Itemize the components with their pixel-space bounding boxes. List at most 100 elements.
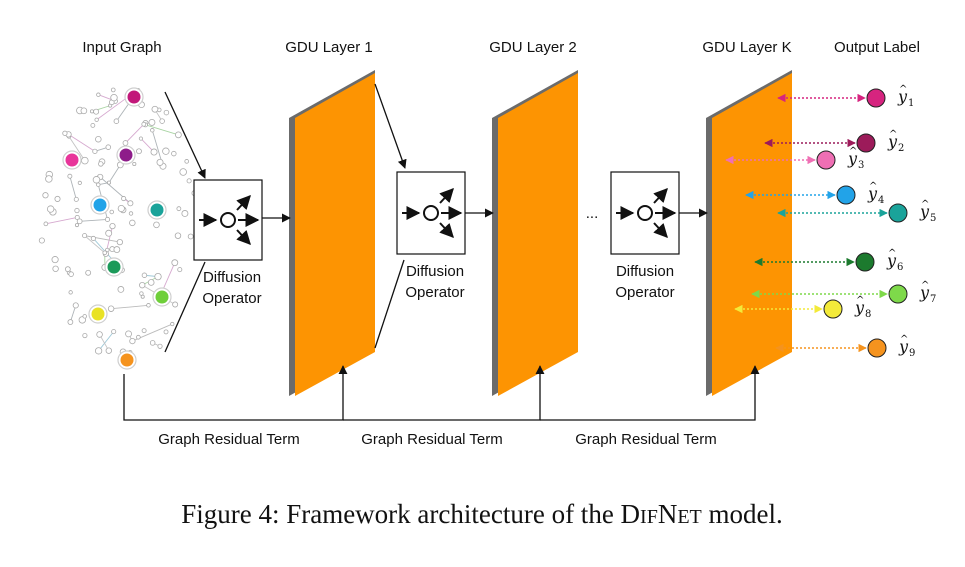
- graph-node: [141, 121, 147, 127]
- residual-path-1: [123, 365, 348, 421]
- graph-node: [127, 200, 134, 207]
- graph-edge: [96, 95, 130, 121]
- graph-node: [163, 109, 170, 116]
- graph-node: [51, 256, 59, 264]
- graph-node: [107, 305, 115, 312]
- gdu-layer-k: [706, 70, 792, 396]
- graph-node: [116, 238, 123, 246]
- output-subscript: 2: [898, 143, 904, 154]
- diffusion-operator-3: [610, 171, 680, 255]
- output-item: y^6: [754, 248, 903, 273]
- graph-node: [147, 279, 155, 286]
- residual-label-2: Graph Residual Term: [361, 431, 502, 448]
- graph-node: [74, 207, 80, 214]
- diffusion-operator-2: [396, 171, 466, 255]
- graph-node: [150, 148, 158, 156]
- graph-hub-node: [65, 153, 79, 167]
- gdu-layer-2: [492, 70, 578, 396]
- graph-node: [170, 321, 175, 327]
- graph-node: [94, 117, 99, 122]
- output-symbol: y: [847, 149, 858, 168]
- output-subscript: 9: [909, 348, 915, 359]
- output-subscript: 8: [865, 309, 871, 320]
- graph-node: [162, 147, 170, 155]
- graph-node: [90, 235, 96, 241]
- graph-node: [82, 332, 88, 339]
- hat-icon: ^: [889, 129, 897, 140]
- output-item: y^9: [775, 334, 915, 359]
- output-node-icon: [866, 88, 886, 108]
- graph-node: [187, 233, 194, 240]
- graph-node: [121, 196, 127, 202]
- graph-node: [81, 156, 89, 165]
- diffusion-node-icon: [423, 205, 439, 221]
- graph-node: [139, 291, 144, 296]
- output-symbol: y: [898, 337, 909, 356]
- graph-edge: [125, 123, 145, 144]
- graph-node: [52, 265, 59, 273]
- graph-node: [117, 286, 125, 293]
- caption-model-d: D: [621, 499, 641, 529]
- graph-node: [92, 176, 101, 184]
- graph-hub-node: [120, 353, 134, 367]
- output-label-heading: Output Label: [834, 39, 920, 56]
- graph-node: [122, 140, 129, 146]
- output-item: y^5: [777, 199, 936, 224]
- graph-node: [132, 161, 137, 167]
- graph-node: [156, 158, 164, 166]
- output-symbol: y: [887, 132, 898, 151]
- output-symbol: y: [919, 202, 930, 221]
- input-to-diffusion-line: [164, 261, 206, 353]
- output-symbol: y: [854, 298, 865, 317]
- residual-path-3: [540, 365, 760, 421]
- graph-node: [136, 334, 141, 340]
- graph-node: [157, 343, 163, 349]
- graph-node: [177, 267, 183, 273]
- graph-node: [77, 180, 82, 185]
- output-item: y^4: [745, 181, 884, 206]
- graph-node: [146, 303, 151, 308]
- graph-node: [105, 229, 113, 237]
- diffusion-down-arrow-icon: [653, 222, 668, 239]
- output-symbol: y: [867, 184, 878, 203]
- graph-node: [68, 271, 74, 277]
- graph-node: [105, 144, 112, 150]
- graph-node: [54, 195, 61, 202]
- diffusion-down-arrow-icon: [439, 222, 454, 239]
- graph-node: [43, 221, 49, 227]
- graph-edge: [68, 136, 86, 161]
- graph-node: [113, 118, 120, 124]
- caption-model-n: N: [658, 499, 678, 529]
- layer1-to-diffusion2-arrow: [374, 83, 407, 169]
- graph-edge: [98, 331, 115, 352]
- graph-node: [102, 250, 108, 256]
- graph-node: [184, 159, 190, 164]
- diffusion-operator-1: [193, 179, 263, 261]
- diffusion-node-icon: [220, 212, 236, 228]
- graph-node: [38, 237, 45, 244]
- output-node-icon: [823, 299, 843, 319]
- graph-edge: [143, 123, 179, 136]
- graph-node: [117, 204, 125, 213]
- graph-node: [176, 206, 182, 212]
- graph-node: [67, 319, 74, 325]
- graph-hub-node: [150, 203, 164, 217]
- graph-edge: [45, 217, 78, 225]
- graph-node: [64, 266, 71, 273]
- graph-node: [90, 122, 96, 128]
- diffusion-label-2a: Diffusion: [406, 263, 464, 280]
- graph-node: [62, 130, 68, 136]
- output-node-icon: [867, 338, 887, 358]
- graph-node: [85, 269, 92, 276]
- graph-edge: [108, 164, 121, 183]
- graph-node: [74, 214, 80, 220]
- output-symbol: y: [897, 87, 908, 106]
- output-item: y^8: [734, 295, 871, 320]
- output-item: y^7: [751, 280, 936, 305]
- diffusion-label-1b: Operator: [202, 290, 261, 307]
- graph-node: [141, 328, 147, 334]
- hat-icon: ^: [849, 146, 857, 157]
- diffusion-node-icon: [637, 205, 653, 221]
- graph-node: [110, 87, 116, 93]
- layer1-to-diffusion2-line: [374, 259, 405, 349]
